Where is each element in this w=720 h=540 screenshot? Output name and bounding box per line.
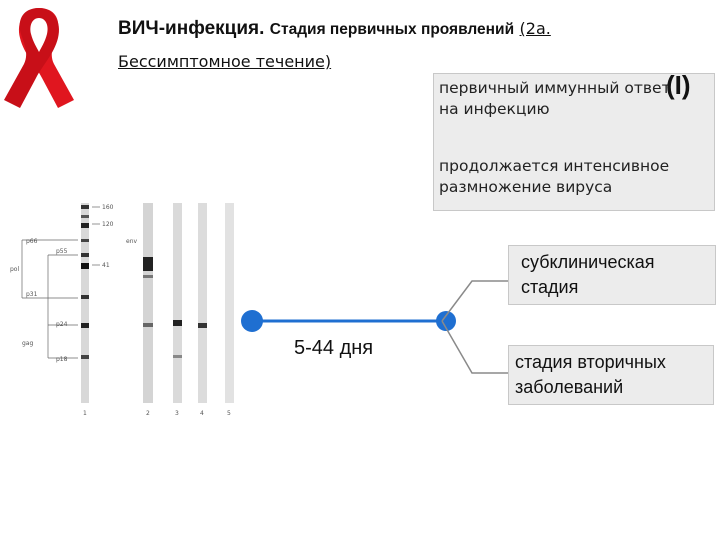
blot-label-p66: p66 — [26, 238, 38, 245]
stage2-line2: заболеваний — [515, 377, 624, 397]
timeline-end-dot — [436, 311, 456, 331]
title-part3: (2а. — [519, 19, 551, 38]
stage2-line1: стадия вторичных — [515, 352, 666, 372]
strip-number-2: 2 — [146, 410, 150, 417]
blot-marker-160: 160 — [102, 204, 114, 211]
western-blot-image: p66 pol p55 p31 p24 gag p18 160 120 41 e… — [10, 203, 234, 417]
info-box: первичный иммунный ответ на инфекцию про… — [433, 73, 715, 211]
title-part2: Стадия первичных проявлений — [269, 21, 515, 38]
stage-box-subclinical: субклиническая стадия — [508, 245, 716, 305]
title-part1: ВИЧ-инфекция. — [118, 18, 265, 39]
branch-lines — [441, 280, 508, 374]
strip-number-1: 1 — [83, 410, 87, 417]
blot-label-p24: p24 — [56, 321, 68, 328]
stage1-line2: стадия — [521, 277, 579, 297]
page-title: ВИЧ-инфекция. Стадия первичных проявлени… — [118, 18, 551, 40]
blot-marker-41: 41 — [102, 262, 110, 269]
info-line1: первичный иммунный ответ — [439, 79, 671, 97]
stage1-line1: субклиническая — [521, 252, 655, 272]
timeline — [241, 310, 456, 332]
roman-numeral: (I) — [666, 70, 691, 100]
strip-number-4: 4 — [200, 410, 204, 417]
duration-label: 5-44 дня — [294, 337, 374, 359]
stage-box-secondary: стадия вторичных заболеваний — [508, 345, 714, 405]
info-line4: размножение вируса — [439, 178, 613, 196]
title-line2: Бессимптомное течение) — [118, 52, 332, 71]
timeline-start-dot — [241, 310, 263, 332]
blot-label-p31: p31 — [26, 291, 38, 298]
blot-label-env: env — [126, 238, 137, 245]
info-line2: на инфекцию — [439, 100, 550, 118]
info-line3: продолжается интенсивное — [439, 157, 670, 175]
blot-label-p55: p55 — [56, 248, 68, 255]
red-ribbon-icon — [4, 8, 74, 108]
blot-marker-120: 120 — [102, 221, 114, 228]
strip-number-5: 5 — [227, 410, 231, 417]
strip-number-3: 3 — [175, 410, 179, 417]
blot-label-pol: pol — [10, 266, 19, 273]
blot-label-p18: p18 — [56, 356, 68, 363]
blot-label-gag: gag — [22, 340, 33, 347]
